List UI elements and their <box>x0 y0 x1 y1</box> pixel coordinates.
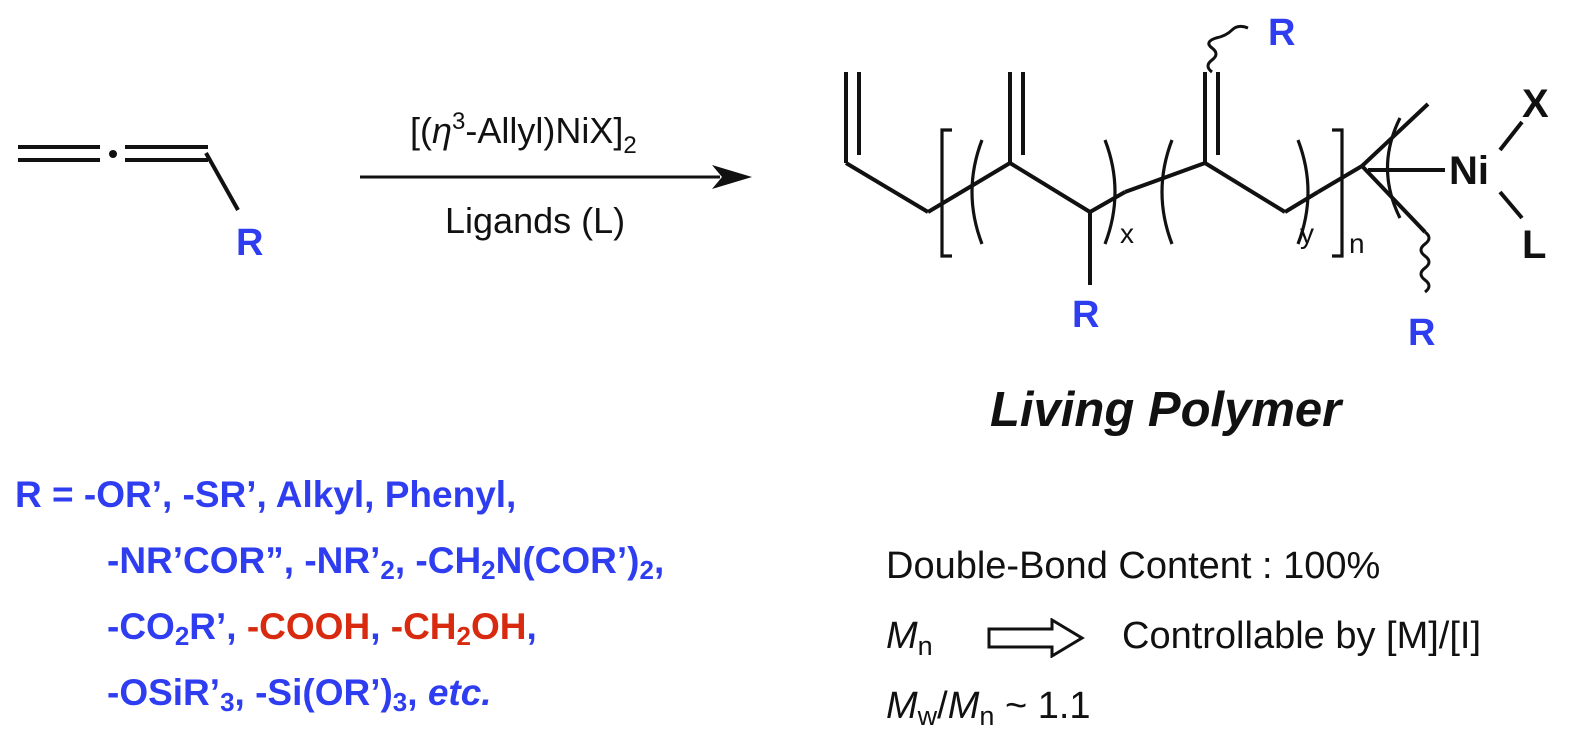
allyl-r-label: R <box>1408 312 1435 354</box>
y-unit-paren-left <box>1160 139 1174 245</box>
backbone-bond-8 <box>1316 164 1364 194</box>
ch2oh-group: -CH2OH <box>390 606 527 651</box>
polymer-structure: R x R y n R Ni X L <box>844 12 1549 354</box>
polymer-properties: Double-Bond Content : 100% Mn Controllab… <box>886 531 1571 741</box>
mn-control: Mn Controllable by [M]/[I] <box>886 615 1482 661</box>
reaction-arrow: [(η3-Allyl)NiX]2 Ligands (L) <box>360 108 752 241</box>
substituent-line-4: -OSiR’3, -Si(OR’)3, etc. <box>107 672 492 717</box>
substituent-line-1: R = -OR’, -SR’, Alkyl, Phenyl, <box>15 474 517 515</box>
backbone-bond-2 <box>926 161 1012 214</box>
backbone-bond-7 <box>1283 190 1320 214</box>
y-unit-paren-right <box>1296 139 1310 245</box>
living-polymer-label: Living Polymer <box>990 383 1344 437</box>
ligands-label: Ligands (L) <box>445 200 625 241</box>
allyl-r-wavy-bond <box>1419 230 1431 294</box>
catalyst-label: [(η3-Allyl)NiX]2 <box>410 108 637 159</box>
reaction-scheme: R [(η3-Allyl)NiX]2 Ligands (L) R x <box>18 12 1549 437</box>
allene-monomer: R <box>18 145 263 264</box>
y-unit-r-label: R <box>1268 12 1295 54</box>
substituent-line-2: -NR’COR”, -NR’2, -CH2N(COR’)2, <box>107 540 665 585</box>
allene-central-carbon-dot <box>109 150 117 158</box>
open-arrow-icon <box>987 618 1085 658</box>
backbone-bond-4 <box>1089 190 1126 214</box>
x-unit-r-label: R <box>1072 294 1099 336</box>
allene-r-bond <box>204 152 240 211</box>
x-unit-paren-left <box>970 139 984 245</box>
arrow-head <box>712 165 752 189</box>
substituent-line-3: -CO2R’, -COOH, -CH2OH, <box>107 606 537 651</box>
backbone-bond-3 <box>1008 161 1092 214</box>
ni-l-bond <box>1498 190 1524 220</box>
monomer-r-label: R <box>236 222 263 264</box>
backbone-bond-1 <box>844 161 930 214</box>
outer-bracket-right <box>1332 128 1344 258</box>
substituent-list: R = -OR’, -SR’, Alkyl, Phenyl, -NR’COR”,… <box>15 462 855 726</box>
dispersity: Mw/Mn ~ 1.1 <box>886 685 1091 731</box>
halide-label: X <box>1522 82 1549 126</box>
backbone-bond-5 <box>1124 161 1206 194</box>
x-subscript: x <box>1120 218 1134 249</box>
nickel-label: Ni <box>1449 149 1489 193</box>
n-subscript: n <box>1349 228 1365 259</box>
outer-bracket-left <box>940 128 952 258</box>
allyl-bond-upper <box>1360 102 1430 168</box>
ligand-label: L <box>1522 223 1546 267</box>
y-subscript: y <box>1300 218 1314 249</box>
double-bond-content: Double-Bond Content : 100% <box>886 545 1381 587</box>
x-unit-paren-right <box>1103 139 1117 245</box>
ni-x-bond <box>1498 120 1524 152</box>
y-unit-r-wavy-bond <box>1206 24 1249 74</box>
cooh-group: -COOH <box>246 606 371 647</box>
backbone-bond-6 <box>1203 161 1287 214</box>
